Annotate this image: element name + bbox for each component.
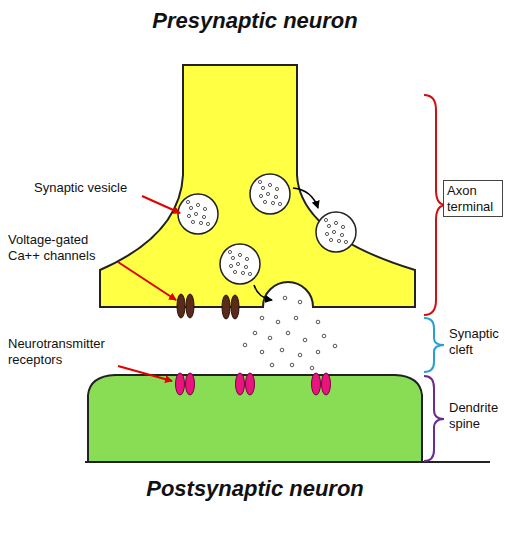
molecule-dot	[231, 256, 234, 259]
region-label: Synaptic cleft	[449, 326, 503, 357]
molecule-dot	[268, 336, 272, 340]
molecule-dot	[334, 221, 337, 224]
synaptic-vesicles	[178, 174, 356, 284]
molecule-dot	[199, 221, 202, 224]
molecule-dot	[187, 214, 190, 217]
molecule-dot	[243, 343, 247, 347]
molecule-dot	[325, 232, 328, 235]
molecule-dot	[260, 350, 264, 354]
molecule-dot	[266, 192, 269, 195]
molecule-dot	[283, 296, 287, 300]
molecule-dot	[268, 183, 271, 186]
molecule-dot	[241, 271, 244, 274]
molecule-dot	[280, 348, 284, 352]
membrane-baseline	[85, 461, 490, 463]
molecule-dot	[316, 320, 320, 324]
part-label: Neurotransmitter receptors	[8, 336, 120, 367]
molecule-dot	[310, 366, 314, 370]
molecule-dot	[206, 222, 209, 225]
synaptic-cleft-brace	[424, 318, 444, 372]
molecule-dot	[290, 363, 294, 367]
leader-arrow	[118, 366, 172, 381]
molecule-dot	[261, 186, 264, 189]
molecule-dot	[191, 220, 194, 223]
molecule-dot	[298, 300, 302, 304]
dendrite-spine-shape	[88, 375, 422, 462]
molecule-dot	[344, 240, 347, 243]
molecule-dot	[316, 350, 320, 354]
molecule-dot	[196, 203, 199, 206]
molecule-dot	[260, 316, 264, 320]
title-label: Presynaptic neuron	[130, 8, 380, 34]
molecule-dot	[194, 212, 197, 215]
axon-terminal-shape	[100, 65, 415, 307]
vesicle-fuse-arrow	[254, 285, 272, 300]
dendrite-spine-brace	[424, 376, 444, 461]
molecule-dot	[236, 262, 239, 265]
calcium-channels	[177, 294, 239, 319]
molecule-dot	[228, 250, 231, 253]
molecule-dot	[189, 206, 192, 209]
region-label: Dendrite spine	[449, 400, 503, 431]
molecule-dot	[229, 264, 232, 267]
molecule-dot	[332, 230, 335, 233]
vesicle-move-arrow	[293, 188, 318, 208]
molecule-dot	[253, 331, 257, 335]
molecule-dot	[263, 200, 266, 203]
molecule-dot	[327, 224, 330, 227]
molecule-dot	[278, 202, 281, 205]
molecule-dot	[203, 207, 206, 210]
molecule-dot	[244, 265, 247, 268]
molecule-dot	[303, 338, 307, 342]
molecule-dot	[340, 233, 343, 236]
molecule-dot	[333, 344, 337, 348]
part-label: Voltage-gated Ca++ channels	[8, 232, 118, 263]
molecule-dot	[248, 272, 251, 275]
molecule-dot	[271, 201, 274, 204]
molecule-dot	[270, 363, 274, 367]
region-label: Axon terminal	[443, 180, 503, 217]
molecule-dot	[238, 253, 241, 256]
molecule-dot	[322, 334, 326, 338]
molecule-dot	[324, 218, 327, 221]
part-label: Synaptic vesicle	[34, 180, 144, 196]
molecule-dot	[233, 270, 236, 273]
molecule-dot	[186, 200, 189, 203]
molecule-dot	[286, 331, 290, 335]
molecule-dot	[294, 316, 298, 320]
leader-arrow	[118, 262, 176, 300]
molecule-dot	[298, 353, 302, 357]
molecule-dot	[259, 194, 262, 197]
molecule-dot	[341, 225, 344, 228]
title-label: Postsynaptic neuron	[130, 476, 380, 502]
molecule-dot	[275, 187, 278, 190]
neurotransmitter-molecules	[243, 296, 337, 370]
molecule-dot	[337, 239, 340, 242]
molecule-dot	[245, 257, 248, 260]
molecule-dot	[258, 180, 261, 183]
molecule-dot	[202, 215, 205, 218]
leader-arrow	[142, 196, 180, 213]
molecule-dot	[276, 320, 280, 324]
molecule-dot	[329, 238, 332, 241]
vesicle-contents	[186, 180, 347, 275]
molecule-dot	[274, 195, 277, 198]
neurotransmitter-receptors	[176, 373, 331, 395]
